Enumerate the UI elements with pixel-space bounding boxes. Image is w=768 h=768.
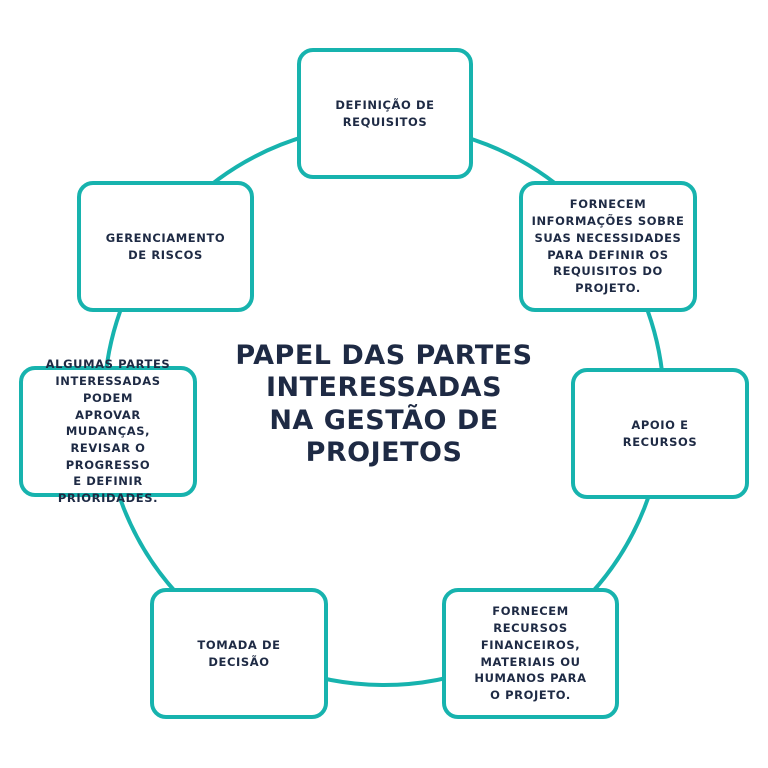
node-label: FORNECEM RECURSOS FINANCEIROS, MATERIAIS… xyxy=(474,604,587,702)
node-apoio-recursos: APOIO E RECURSOS xyxy=(571,368,749,499)
node-fornecem-informacoes: FORNECEM INFORMAÇÕES SOBRE SUAS NECESSID… xyxy=(519,181,697,312)
node-label: APOIO E RECURSOS xyxy=(622,417,698,449)
node-tomada-decisao: TOMADA DE DECISÃO xyxy=(150,588,328,719)
node-definicao-requisitos: DEFINIÇÃO DE REQUISITOS xyxy=(297,48,473,179)
node-label: FORNECEM INFORMAÇÕES SOBRE SUAS NECESSID… xyxy=(531,197,685,295)
node-label: DEFINIÇÃO DE REQUISITOS xyxy=(335,97,435,129)
node-gerenciamento-riscos: GERENCIAMENTO DE RISCOS xyxy=(77,181,254,312)
node-label: GERENCIAMENTO DE RISCOS xyxy=(105,230,226,262)
node-algumas-partes: ALGUMAS PARTES INTERESSADAS PODEM APROVA… xyxy=(19,357,197,505)
node-fornecem-recursos: FORNECEM RECURSOS FINANCEIROS, MATERIAIS… xyxy=(442,588,619,719)
node-label: TOMADA DE DECISÃO xyxy=(197,637,281,669)
center-title: PAPEL DAS PARTES INTERESSADAS NA GESTÃO … xyxy=(235,340,533,469)
node-label: ALGUMAS PARTES INTERESSADAS PODEM APROVA… xyxy=(45,357,171,505)
